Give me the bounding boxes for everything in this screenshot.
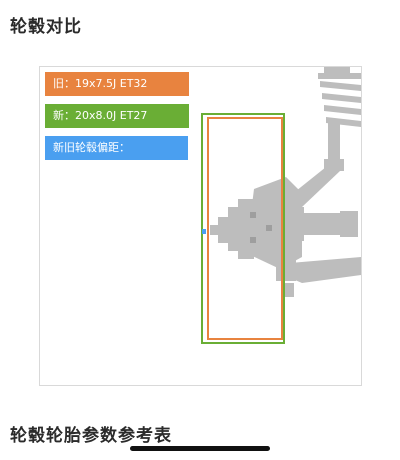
home-indicator[interactable] [130, 446, 270, 451]
wheel-compare-title: 轮毂对比 [10, 17, 82, 37]
new-wheel-tag: 新：20x8.0J ET27 [45, 104, 189, 128]
old-wheel-tag: 旧：19x7.5J ET32 [45, 72, 189, 96]
offset-marker [202, 229, 206, 234]
old-wheel-outline [207, 117, 283, 340]
wheel-compare-panel: 旧：19x7.5J ET32 新：20x8.0J ET27 新旧轮毂偏距：11.… [39, 66, 362, 386]
new-wheel-outline [201, 113, 285, 344]
params-table-title: 轮毂轮胎参数参考表 [10, 426, 172, 446]
offset-diff-tag: 新旧轮毂偏距：11.35mm [45, 136, 188, 178]
